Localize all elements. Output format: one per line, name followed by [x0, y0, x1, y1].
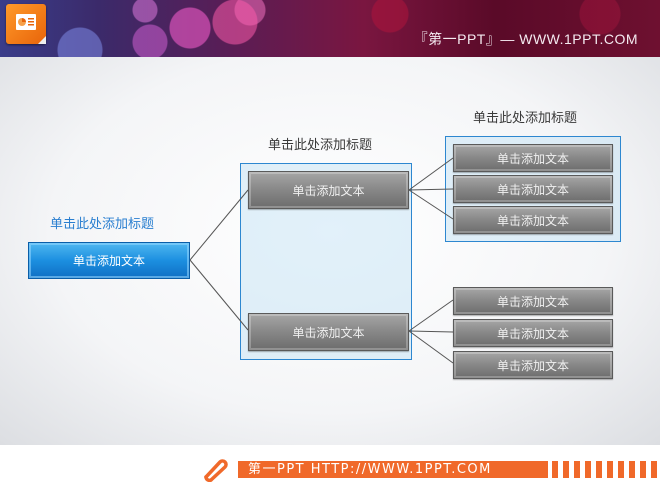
level2-node[interactable]: 单击添加文本	[453, 287, 613, 315]
level1-heading[interactable]: 单击此处添加标题	[268, 138, 373, 153]
node-label: 单击添加文本	[496, 358, 569, 373]
node-label: 单击添加文本	[496, 294, 569, 309]
level1-node[interactable]: 单击添加文本	[248, 171, 409, 209]
level2-top-heading[interactable]: 单击此处添加标题	[473, 111, 578, 126]
root-node[interactable]: 单击添加文本	[28, 242, 190, 279]
footer-link[interactable]: 第一PPT HTTP://WWW.1PPT.COM	[238, 461, 548, 478]
node-label: 单击添加文本	[292, 183, 365, 198]
node-label: 单击添加文本	[496, 326, 569, 341]
powerpoint-icon	[6, 4, 46, 44]
level2-node[interactable]: 单击添加文本	[453, 206, 613, 234]
level1-node[interactable]: 单击添加文本	[248, 313, 409, 351]
node-label: 单击添加文本	[292, 325, 365, 340]
footer-stripes	[552, 461, 660, 478]
header-title: 『第一PPT』— WWW.1PPT.COM	[413, 31, 638, 47]
header-banner: 『第一PPT』— WWW.1PPT.COM	[0, 0, 660, 57]
level2-node[interactable]: 单击添加文本	[453, 175, 613, 203]
level2-node[interactable]: 单击添加文本	[453, 144, 613, 172]
node-label: 单击添加文本	[496, 213, 569, 228]
pencil-icon	[204, 459, 228, 482]
level2-node[interactable]: 单击添加文本	[453, 319, 613, 347]
level2-node[interactable]: 单击添加文本	[453, 351, 613, 379]
root-heading[interactable]: 单击此处添加标题	[50, 217, 155, 232]
node-label: 单击添加文本	[496, 151, 569, 166]
root-node-label: 单击添加文本	[72, 254, 145, 268]
node-label: 单击添加文本	[496, 182, 569, 197]
